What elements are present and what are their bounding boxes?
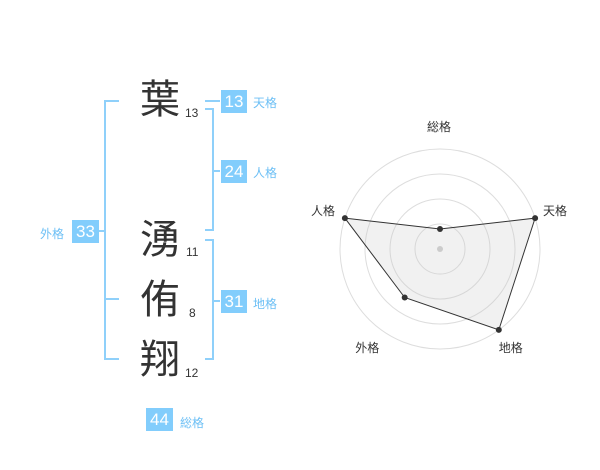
radar-axis-label: 天格 [543, 204, 568, 219]
name-char-4: 翔 [140, 337, 180, 383]
radar-point-4 [341, 215, 348, 222]
soukaku-value: 44 [146, 408, 173, 431]
radar-point-3 [401, 294, 408, 301]
chikaku-value: 31 [221, 290, 247, 313]
gaikaku-value: 33 [72, 220, 99, 243]
radar-point-2 [495, 326, 502, 333]
radar-axis-label: 外格 [355, 340, 380, 355]
radar-point-0 [437, 226, 443, 232]
stroke-count-2: 11 [186, 245, 199, 259]
radar-axis-label: 人格 [310, 204, 335, 219]
radar-axis-label: 地格 [498, 340, 523, 355]
radar-ring [389, 198, 491, 300]
gaikaku-label: 外格 [40, 227, 65, 241]
chikaku-bracket [205, 239, 214, 360]
tenkaku-label: 天格 [253, 96, 278, 110]
stroke-count-1: 13 [185, 106, 199, 120]
radar-ring [339, 148, 541, 350]
stroke-count-3: 8 [189, 306, 196, 320]
stroke-count-4: 12 [185, 366, 199, 380]
name-char-1: 葉 [140, 77, 180, 123]
radar-ring [364, 173, 516, 325]
chikaku-label: 地格 [253, 297, 278, 311]
name-char-2: 湧 [140, 217, 180, 263]
jinkaku-bracket [205, 108, 214, 231]
radar-axis-label: 総格 [427, 120, 452, 134]
radar-center-dot [437, 246, 443, 252]
radar-point-1 [532, 215, 539, 222]
radar-ring [414, 223, 466, 275]
jinkaku-value: 24 [221, 160, 247, 183]
radar-series-polygon [343, 217, 536, 331]
soukaku-label: 総格 [180, 416, 205, 430]
jinkaku-label: 人格 [253, 166, 278, 180]
tenkaku-value: 13 [221, 90, 247, 113]
name-char-3: 侑 [140, 277, 180, 323]
